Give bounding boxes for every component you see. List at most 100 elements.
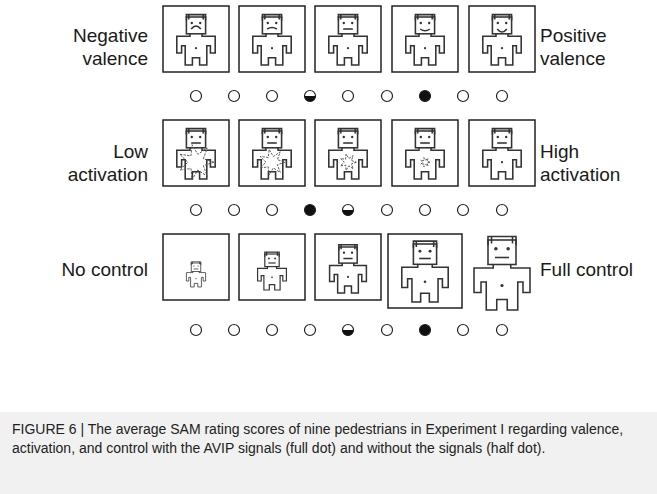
manikin-frame (392, 6, 458, 72)
manikin-frame (239, 6, 305, 72)
arousal-burst (180, 145, 214, 180)
arousal-dot (501, 47, 503, 49)
mouth (420, 29, 430, 31)
rating-dot (191, 205, 202, 216)
sam-manikin (329, 15, 367, 65)
hair (492, 129, 511, 135)
rating-dot (420, 205, 431, 216)
head (186, 131, 205, 148)
hair (186, 129, 205, 135)
hair (338, 129, 357, 135)
mouth (497, 29, 507, 32)
body (402, 264, 448, 302)
head (191, 263, 201, 271)
rating-dot (458, 325, 469, 336)
hair (339, 245, 357, 251)
half-dot (305, 96, 316, 102)
eye (418, 250, 421, 253)
axis-label: Positive valence (540, 24, 657, 70)
rating-dot (305, 91, 316, 102)
body (483, 34, 521, 65)
arousal-dot (195, 47, 197, 49)
hair (413, 241, 436, 248)
head (262, 17, 281, 34)
manikin-frame (163, 6, 229, 72)
head (413, 244, 436, 264)
mouth (495, 257, 509, 259)
rating-dot (267, 205, 278, 216)
eye (420, 22, 422, 24)
rating-dot (229, 325, 240, 336)
body (258, 267, 287, 290)
sam-manikin (406, 15, 444, 65)
eye (343, 136, 345, 138)
manikin-frame (315, 120, 381, 186)
rating-dot (458, 205, 469, 216)
manikin-frame (163, 120, 229, 186)
hair (415, 15, 434, 21)
arousal-dot (501, 161, 503, 163)
mouth (343, 258, 352, 259)
eye (428, 136, 430, 138)
head (488, 240, 516, 265)
eye (351, 136, 353, 138)
mouth (420, 142, 430, 144)
body (406, 148, 444, 179)
manikin-frame (315, 234, 381, 300)
full-dot (420, 91, 431, 102)
body (253, 148, 291, 179)
body (186, 271, 205, 287)
hair (191, 262, 201, 265)
rating-dot (305, 325, 316, 336)
eye (343, 22, 345, 24)
eye (428, 22, 430, 24)
hair (265, 252, 279, 257)
eye (275, 136, 277, 138)
arousal-dot (424, 47, 426, 49)
head (415, 17, 434, 34)
mouth (194, 269, 199, 270)
hair (338, 15, 357, 21)
body (177, 34, 215, 65)
sam-manikin (329, 129, 367, 179)
arousal-burst (421, 158, 430, 167)
eye (429, 250, 432, 253)
manikin-frame (163, 234, 229, 300)
body (474, 265, 530, 311)
rating-dot (343, 91, 354, 102)
rating-dot (382, 205, 393, 216)
eye (199, 136, 201, 138)
manikin-frame (469, 6, 535, 72)
mouth (268, 262, 275, 263)
half-dot (343, 330, 354, 336)
hair (492, 15, 511, 21)
body (330, 263, 367, 293)
mouth (267, 28, 277, 30)
sam-manikin (253, 129, 291, 179)
manikin-frame (315, 6, 381, 72)
eye (497, 22, 499, 24)
manikin-frame (239, 234, 305, 300)
figure-caption: FIGURE 6 | The average SAM rating scores… (12, 420, 642, 458)
full-dot (420, 325, 431, 336)
axis-label: High activation (540, 140, 657, 186)
head (265, 254, 279, 267)
head (338, 131, 357, 148)
eye (351, 252, 353, 254)
head (492, 17, 511, 34)
eye (193, 265, 194, 266)
manikin-frame (392, 120, 458, 186)
body (406, 34, 444, 65)
eye (191, 22, 193, 24)
head (338, 17, 357, 34)
rating-dot (191, 91, 202, 102)
half-dot (343, 210, 354, 216)
arousal-dot (424, 280, 427, 283)
arousal-dot (500, 284, 503, 287)
eye (268, 258, 270, 260)
rating-dot (458, 91, 469, 102)
mouth (191, 142, 201, 144)
rating-dot (382, 325, 393, 336)
rating-dot (497, 325, 508, 336)
rating-dot (343, 205, 354, 216)
